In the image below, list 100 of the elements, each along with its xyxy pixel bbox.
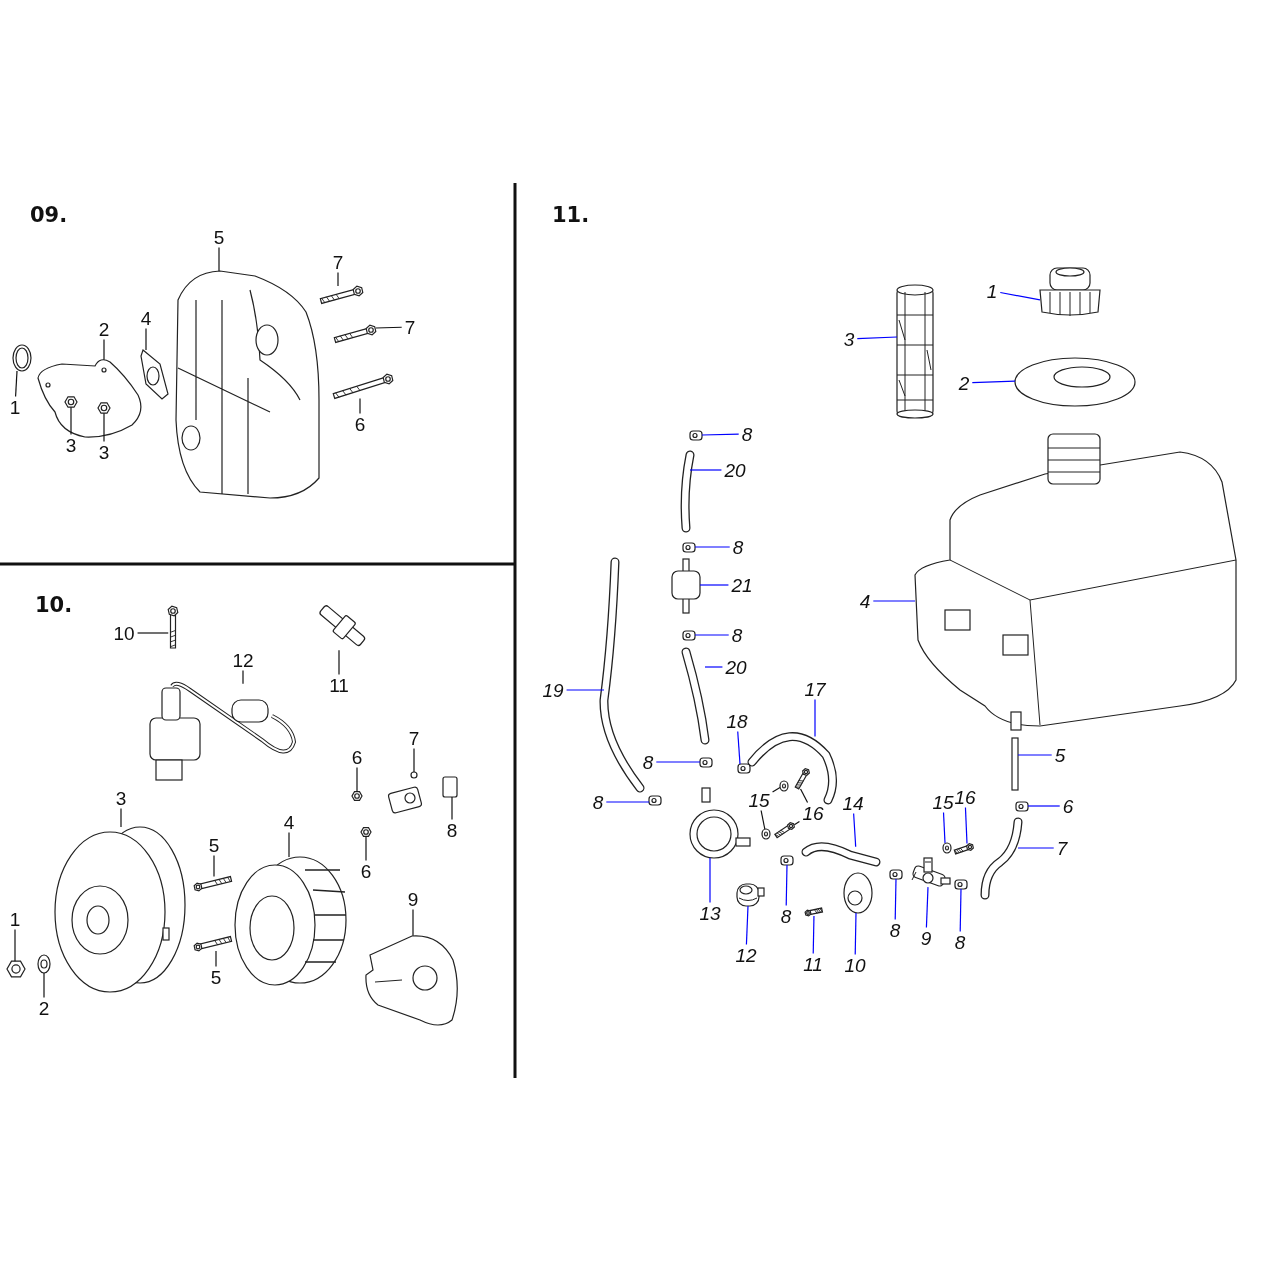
callout-number: 2 [37,998,51,1018]
callout-number: 9 [919,928,933,948]
stator-drawing [234,856,347,986]
leader-line [999,291,1041,301]
callout-number: 1 [985,281,999,301]
hose-drawing [747,732,837,805]
callout-number: 3 [97,442,111,462]
callout-number: 5 [1053,745,1067,765]
bolt-drawing [319,285,364,305]
bolt-drawing [794,767,810,790]
leader-line [43,972,45,999]
muffler-drawing [175,270,320,499]
hose-clamp-drawing [889,869,903,880]
leader-line [701,433,740,436]
hose-clamp-drawing [780,855,794,866]
callout-number: 8 [731,537,745,557]
callout-number: 10 [112,623,136,643]
leader-line [964,806,968,845]
hose-clamp-drawing [648,795,662,806]
callout-number: 7 [403,317,417,337]
callout-number: 8 [888,920,902,940]
callout-number: 16 [801,803,825,823]
cap-drawing [736,883,765,907]
callout-number: 14 [841,793,865,813]
callout-number: 4 [139,308,153,328]
leader-line [745,905,749,946]
leader-line [854,912,857,956]
leader-line [872,600,916,602]
callout-number: 15 [747,790,771,810]
leader-line [812,915,815,955]
hose-clamp-drawing [682,630,696,641]
section-number: 11. [552,203,590,227]
stud-bolt-drawing [193,875,233,892]
nut-drawing [6,960,26,978]
callout-number: 8 [641,752,655,772]
leader-line [145,327,147,351]
washer-drawing [761,828,771,840]
hose-drawing [599,557,645,793]
callout-number: 11 [328,675,350,695]
callout-number: 6 [353,414,367,434]
section-number: 10. [35,593,73,617]
leader-line [412,908,414,937]
gasket-drawing [140,349,169,400]
callout-number: 3 [64,435,78,455]
leader-line [793,820,801,826]
callout-number: 2 [957,373,971,393]
leader-line [942,811,946,844]
callout-number: 3 [842,329,856,349]
leader-line [694,634,730,636]
callout-number: 8 [779,906,793,926]
leader-line [288,831,290,858]
hose-drawing [680,450,695,533]
leader-line [565,689,605,691]
leader-line [215,950,217,968]
callout-number: 6 [1061,796,1075,816]
callout-number: 18 [725,711,749,731]
leader-line [925,886,929,929]
fuel-filter-drawing [671,558,701,614]
sensor-drawing [387,771,423,815]
leader-line [709,857,711,904]
hose-clamp-drawing [699,757,713,768]
callout-number: 1 [8,909,22,929]
leader-line [103,412,105,443]
leader-line [15,370,18,398]
clip-drawing [737,763,751,774]
leader-line [959,888,962,933]
section-number: 09. [30,203,68,227]
leader-line [359,397,361,415]
leader-line [799,788,809,804]
hose-clamp-drawing [689,430,703,441]
callout-number: 8 [730,625,744,645]
leader-line [853,812,857,848]
washer-drawing [942,842,952,854]
leader-line [605,801,650,803]
callout-number: 4 [858,591,872,611]
leader-line [120,807,122,828]
callout-number: 2 [97,319,111,339]
callout-number: 19 [541,680,565,700]
callout-number: 4 [282,812,296,832]
callout-number: 15 [931,792,955,812]
leader-line [771,787,781,793]
hose-drawing [980,817,1023,900]
fuel-tap-drawing [911,857,951,888]
fuel-tank-drawing [914,433,1237,731]
tank-cap-drawing [1039,267,1101,317]
callout-number: 3 [114,788,128,808]
leader-line [785,864,788,907]
leader-line [689,469,723,471]
leader-line [451,796,453,821]
callout-number: 8 [953,932,967,952]
bolt-drawing [333,324,377,344]
callout-number: 16 [953,787,977,807]
hose-clamp-drawing [682,542,696,553]
leader-line [136,632,169,634]
filler-ring-drawing [1014,357,1136,407]
fuel-strainer-drawing [896,284,934,419]
bolt-drawing [774,821,795,839]
nut-drawing [351,791,363,801]
leader-line [856,336,898,340]
bolt-drawing [804,907,824,917]
